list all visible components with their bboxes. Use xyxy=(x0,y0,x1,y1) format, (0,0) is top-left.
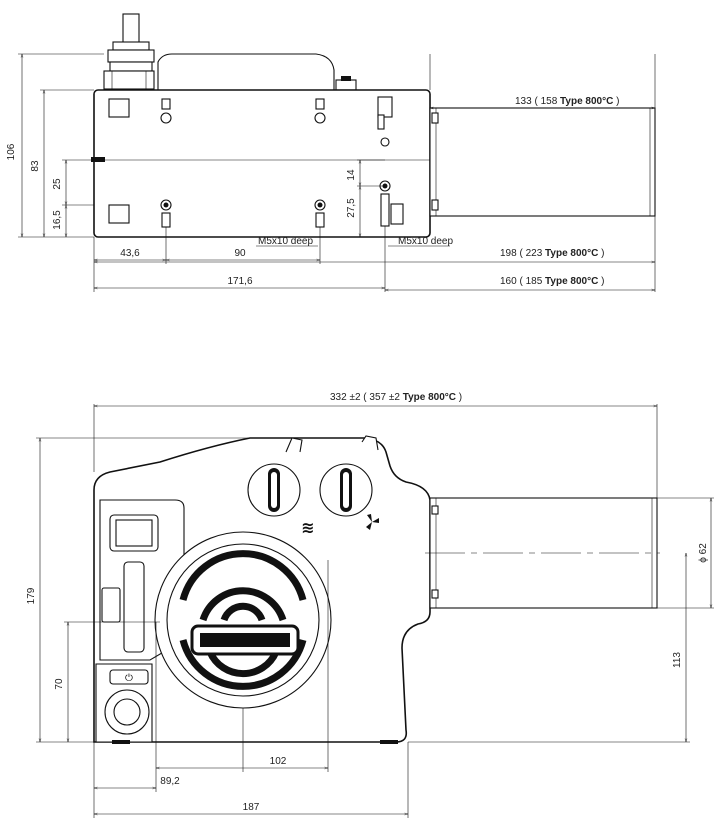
dim-102: 102 xyxy=(270,756,287,767)
dim-43-6: 43,6 xyxy=(120,248,140,259)
switch-block xyxy=(335,79,357,91)
dim-27-5: 27,5 xyxy=(346,198,357,218)
dim-14: 14 xyxy=(346,169,357,181)
dim-133: 133 ( 158 Type 800°C ) xyxy=(515,96,619,107)
top-view: 106 83 25 16,5 14 27,5 43,6 90 M5x10 dee… xyxy=(6,13,656,292)
dim-187: 187 xyxy=(243,802,260,813)
dim-89-2: 89,2 xyxy=(160,776,180,787)
fan-icon xyxy=(366,514,379,530)
power-button[interactable] xyxy=(109,669,149,685)
dim-16-5: 16,5 xyxy=(52,210,63,230)
dim-106: 106 xyxy=(6,143,17,160)
dim-160: 160 ( 185 Type 800°C ) xyxy=(500,276,604,287)
handle-top xyxy=(157,53,335,91)
air-intake-grille xyxy=(154,531,332,709)
dim-dia-62: ϕ 62 xyxy=(698,543,709,563)
heat-icon: ≋ xyxy=(301,518,314,537)
dim-198: 198 ( 223 Type 800°C ) xyxy=(500,248,604,259)
power-icon: ⏻ xyxy=(125,673,133,684)
slider-slot xyxy=(123,561,145,653)
dim-332: 332 ±2 ( 357 ±2 Type 800°C ) xyxy=(330,392,462,403)
dim-90: 90 xyxy=(234,248,246,259)
dim-113: 113 xyxy=(672,652,683,668)
heat-knob[interactable] xyxy=(247,463,301,517)
dim-171-6: 171,6 xyxy=(227,276,252,287)
top-nozzle xyxy=(429,107,656,217)
front-view: ⏻ ≋ xyxy=(26,392,714,818)
dim-70: 70 xyxy=(54,678,65,690)
fan-knob[interactable] xyxy=(319,463,373,517)
dim-25: 25 xyxy=(52,178,63,190)
thread-label-right: M5x10 deep xyxy=(398,236,453,247)
dim-179: 179 xyxy=(26,587,37,604)
dim-83: 83 xyxy=(30,160,41,172)
cable-gland xyxy=(103,41,155,90)
thread-label-left: M5x10 deep xyxy=(258,236,313,247)
cable xyxy=(122,13,140,45)
